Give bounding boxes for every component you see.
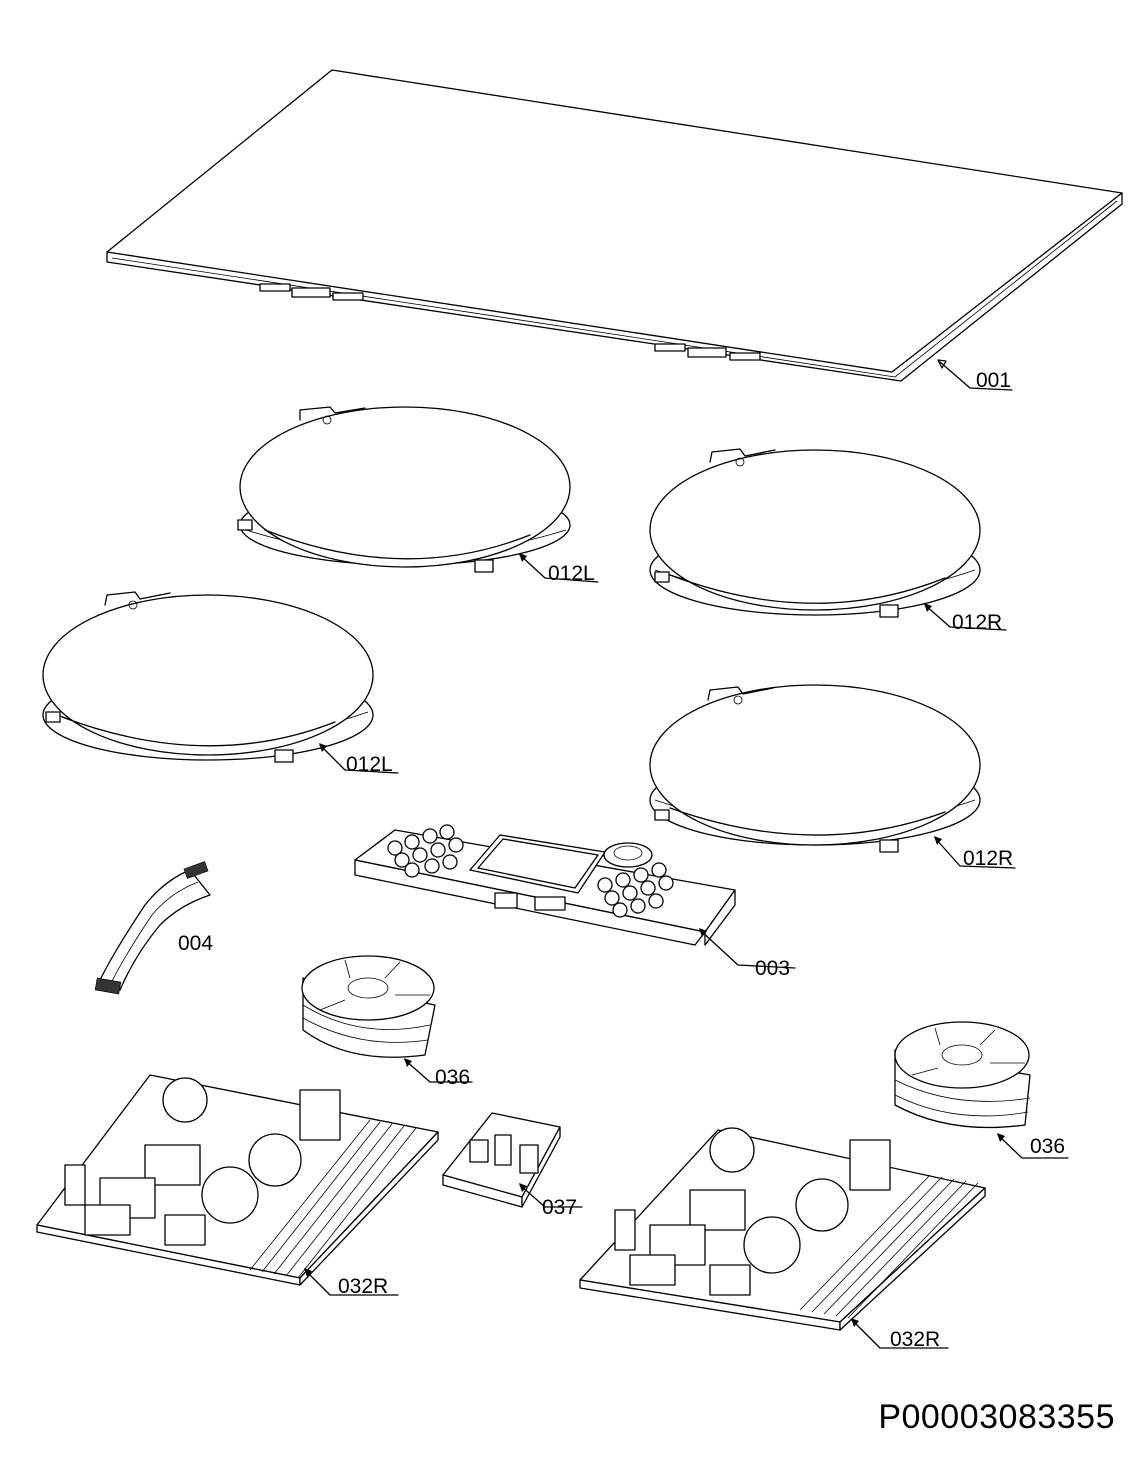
label-coil-right-upper: 012R [952, 611, 1002, 634]
label-control-board: 003 [755, 957, 790, 980]
part-cooktop-glass [106, 69, 1123, 391]
part-filter-module [442, 1112, 583, 1208]
label-ribbon-cable: 004 [178, 932, 213, 955]
part-coil-right-lower [649, 684, 1016, 869]
part-coil-right-upper [649, 448, 1007, 631]
label-coil-left-lower: 012L [346, 753, 393, 776]
label-coil-left-upper: 012L [548, 562, 595, 585]
part-ribbon-cable [94, 861, 211, 995]
part-coil-left-lower [42, 591, 399, 774]
part-power-board-left [36, 1074, 439, 1296]
part-fan-right [894, 1021, 1069, 1159]
label-cooktop-glass: 001 [976, 369, 1011, 392]
label-fan-right: 036 [1030, 1135, 1065, 1158]
label-filter-module: 037 [542, 1196, 577, 1219]
label-coil-right-lower: 012R [963, 847, 1013, 870]
label-power-board-right: 032R [890, 1328, 940, 1351]
document-id: P00003083355 [878, 1398, 1115, 1436]
part-coil-left-upper [237, 406, 599, 583]
label-power-board-left: 032R [338, 1275, 388, 1298]
part-fan-left [301, 955, 473, 1083]
label-fan-left: 036 [435, 1066, 470, 1089]
part-control-board [354, 824, 796, 969]
part-power-board-right [579, 1127, 986, 1349]
